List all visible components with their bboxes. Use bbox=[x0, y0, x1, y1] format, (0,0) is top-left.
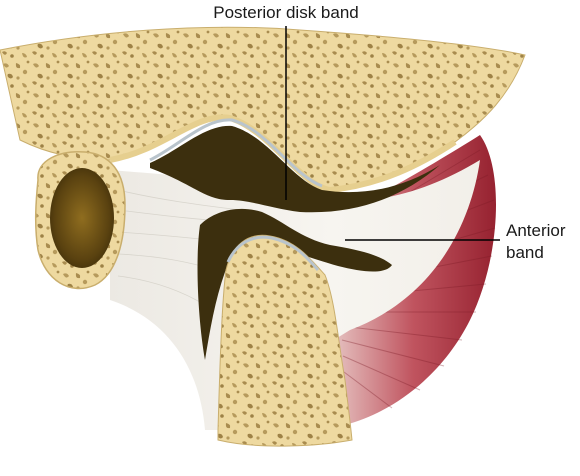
ear-canal-lumen bbox=[50, 168, 114, 268]
anterior-band-label-line2: band bbox=[506, 243, 544, 262]
lower-joint-space bbox=[197, 208, 392, 360]
posterior-disk-band-label: Posterior disk band bbox=[213, 3, 359, 22]
upper-joint-space bbox=[150, 125, 440, 213]
anterior-band-label-line1: Anterior bbox=[506, 221, 566, 240]
temporal-cartilage bbox=[149, 118, 323, 188]
condyle-cartilage bbox=[226, 235, 320, 271]
mandibular-condyle bbox=[217, 234, 353, 447]
